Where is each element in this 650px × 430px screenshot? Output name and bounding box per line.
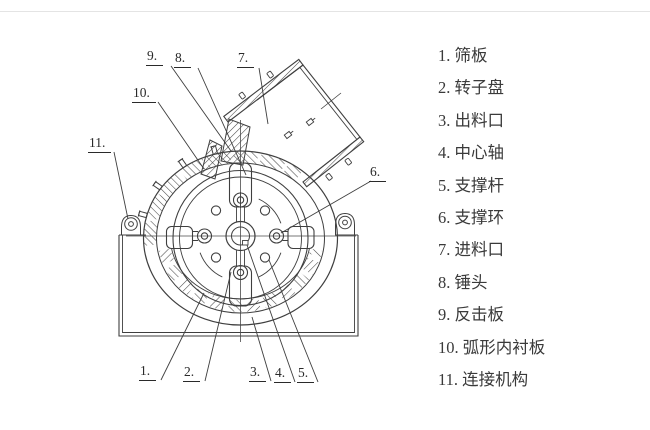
- leader-11: [113, 151, 129, 220]
- leader-2: [204, 271, 232, 382]
- chute-flange-upper: [223, 58, 304, 123]
- callout-10: 10.: [132, 86, 156, 103]
- faint-top-rule: [0, 11, 650, 12]
- hammer-arm-bottom: [228, 250, 253, 307]
- callout-2: 2.: [183, 365, 201, 382]
- legend-item-4: 4. 中心轴: [438, 143, 504, 163]
- hammer-arm-right: [268, 225, 315, 250]
- center-shaft-hub: [225, 220, 256, 252]
- callout-1: 1.: [139, 364, 157, 381]
- legend-item-9: 9. 反击板: [438, 305, 504, 325]
- bearing-bracket-right: [335, 212, 355, 235]
- liner-hatch-band: [143, 150, 303, 246]
- legend-item-5: 5. 支撑杆: [438, 175, 504, 195]
- legend-item-8: 8. 锤头: [438, 272, 488, 292]
- hammer-arm-left: [165, 225, 213, 250]
- leader-1: [160, 292, 205, 381]
- feed-chute: [223, 58, 365, 188]
- callout-7: 7.: [237, 51, 255, 68]
- leader-5: [268, 259, 319, 383]
- legend-item-1: 1. 筛板: [438, 46, 488, 65]
- leader-4: [246, 244, 296, 383]
- callout-3: 3.: [249, 365, 267, 382]
- casing-bolts: [137, 144, 218, 218]
- chute-flange-lower: [302, 136, 365, 188]
- rotor-bolt-holes: [210, 205, 271, 263]
- legend-item-11: 11. 连接机构: [438, 369, 529, 389]
- leader-9: [170, 65, 232, 152]
- leader-6: [280, 180, 372, 234]
- legend-item-3: 3. 出料口: [438, 110, 504, 130]
- callout-5: 5.: [297, 366, 315, 383]
- bearing-bracket-left: [121, 214, 141, 235]
- legend-item-2: 2. 转子盘: [438, 78, 504, 98]
- leader-lines: [113, 65, 372, 383]
- chute-inner-bolts: [283, 117, 316, 140]
- leader-7: [258, 67, 269, 125]
- chute-opening-centerline: [320, 92, 342, 110]
- legend-item-10: 10. 弧形内衬板: [438, 337, 546, 357]
- legend-item-7: 7. 进料口: [438, 240, 504, 260]
- callout-8: 8.: [174, 51, 192, 68]
- callout-6: 6.: [369, 165, 387, 182]
- chute-flange-bolts: [238, 70, 352, 181]
- callout-4: 4.: [274, 366, 292, 383]
- callout-11: 11.: [88, 136, 112, 153]
- shaft-keyway: [242, 240, 249, 246]
- leader-8: [197, 67, 247, 176]
- parts-legend: 1. 筛板 2. 转子盘 3. 出料口 4. 中心轴 5. 支撑杆 6. 支撑环…: [438, 40, 638, 396]
- legend-item-6: 6. 支撑环: [438, 207, 504, 227]
- leader-3: [251, 316, 272, 382]
- leader-10: [157, 101, 205, 170]
- callout-9: 9.: [146, 49, 164, 66]
